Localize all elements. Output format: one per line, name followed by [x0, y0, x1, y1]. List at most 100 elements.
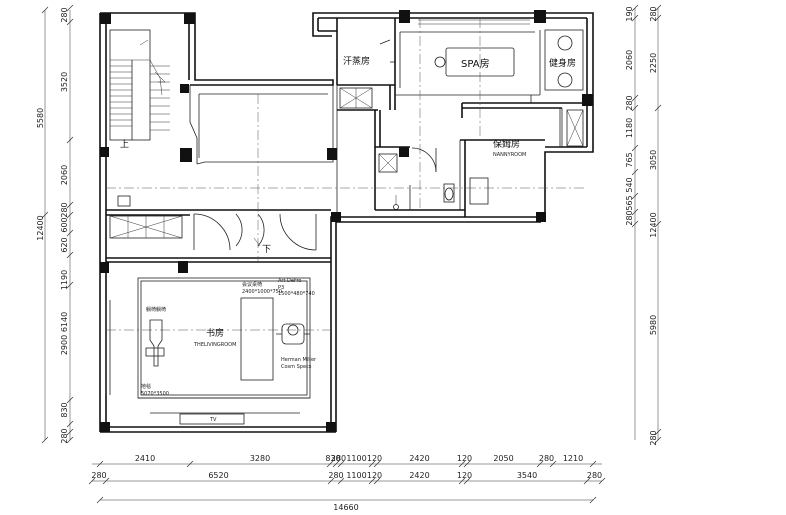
tv-label: TV: [209, 417, 217, 423]
dimension-tick: [458, 477, 466, 485]
dimension-tick: [41, 6, 49, 14]
dim-right-inner-label: 1180: [625, 118, 634, 138]
dimension-tick: [332, 460, 340, 468]
dimension-tick: [96, 496, 104, 504]
sauna-room: 汗蒸房: [339, 39, 395, 109]
dim-right-inner-label: 2060: [625, 50, 634, 70]
dimension-tick: [654, 436, 662, 444]
dim-top-label: 2420: [409, 454, 429, 463]
dim-left-inner-label: 2900: [60, 335, 69, 355]
dim-right-inner-label: 280: [625, 95, 634, 110]
dim-left-inner-label: 1190: [60, 270, 69, 290]
dim-bottom-label: 280: [91, 471, 106, 480]
dim-left-inner-label: 2060: [60, 165, 69, 185]
structural-columns: [100, 10, 593, 432]
dimension-tick: [631, 220, 639, 228]
nanny-room-label: 保姆房: [493, 138, 520, 150]
dimension-tick: [66, 420, 74, 428]
chair-brand: Herman Miller: [281, 357, 317, 363]
dim-left-inner-label: 620: [60, 237, 69, 252]
dimension-tick: [66, 4, 74, 12]
dimension-tick: [66, 436, 74, 444]
dim-bottom-label: 1100: [346, 471, 366, 480]
dim-right-inner-label: 565: [625, 195, 634, 210]
dimension-tick: [41, 436, 49, 444]
dimension-tick: [102, 477, 110, 485]
axis-lines: [106, 18, 587, 331]
dimension-tick: [373, 477, 381, 485]
dimension-tick: [654, 220, 662, 228]
shelf-brand: Art DeFro: [278, 278, 301, 284]
dimension-tick: [654, 104, 662, 112]
spa-label: SPA房: [461, 57, 490, 70]
dim-right-inner-label: 190: [625, 6, 634, 21]
dim-top-label: 2050: [493, 454, 513, 463]
dim-right-outer-label: 3050: [649, 150, 658, 170]
outer-walls: [99, 12, 594, 433]
dimension-tick: [654, 14, 662, 22]
dimension-tick: [368, 460, 376, 468]
dimension-tick: [88, 477, 96, 485]
dimension-tick: [66, 281, 74, 289]
carpet-size: 5070*3500: [141, 391, 169, 397]
dim-bottom-label: 280: [587, 471, 602, 480]
dim-top-label: 3280: [250, 454, 270, 463]
chair-model: Cosm Specs: [281, 364, 312, 370]
dim-bottom-label: 6520: [208, 471, 228, 480]
stair-up-label: 上: [120, 139, 129, 150]
dimension-tick: [631, 192, 639, 200]
dimension-tick: [327, 477, 335, 485]
carpet-label: 地毯: [141, 383, 151, 390]
dim-top-label: 2410: [135, 454, 155, 463]
spa-room: SPA房: [418, 19, 530, 77]
dim-right-outer-label: 5980: [649, 315, 658, 335]
dimension-tick: [654, 4, 662, 12]
study-room: TV 书房 THELIVINGROOM 躺椅躺椅 地毯 5070*3500 会议…: [105, 277, 317, 425]
dimension-tick: [186, 460, 194, 468]
dimension-tick: [463, 477, 471, 485]
dim-bottom-label: 3540: [517, 471, 537, 480]
dim-right-outer-label: 280: [649, 6, 658, 21]
dimension-tick: [41, 211, 49, 219]
dimension-tick: [631, 208, 639, 216]
dimension-tick: [631, 14, 639, 22]
dimension-tick: [631, 144, 639, 152]
dimension-tick: [458, 460, 466, 468]
dim-right-outer-label: 12400: [649, 212, 658, 237]
dim-left-inner-label: 280: [60, 428, 69, 443]
dim-left-inner-label: 280: [60, 7, 69, 22]
dim-left-inner-label: 280: [60, 202, 69, 217]
dimension-tick: [654, 428, 662, 436]
dim-bottom-label: 280: [328, 471, 343, 480]
dimension-tick: [66, 211, 74, 219]
lounge-label: 躺椅躺椅: [146, 306, 166, 313]
dim-bottom-label: 2420: [409, 471, 429, 480]
dim-left-inner-label: 3520: [60, 72, 69, 92]
dim-top-label: 1210: [563, 454, 583, 463]
fitness-label: 健身房: [549, 57, 576, 69]
dimension-tick: [337, 460, 345, 468]
dim-left-inner-label: 830: [60, 402, 69, 417]
dimension-tick: [326, 460, 334, 468]
dimension-tick: [536, 460, 544, 468]
shelf-model: P3: [278, 285, 284, 291]
dim-left-inner-label: 600: [60, 217, 69, 232]
stair-down-label: 下: [262, 245, 271, 255]
dim-left-outer-label: 12400: [36, 215, 45, 240]
dimension-tick: [66, 229, 74, 237]
dim-top-label: 120: [457, 454, 472, 463]
dimension-tick: [66, 201, 74, 209]
dim-bottom-label: 120: [457, 471, 472, 480]
dim-top-label: 280: [331, 454, 346, 463]
dimension-tick: [66, 18, 74, 26]
dim-left-outer-label: 5580: [36, 108, 45, 128]
fitness-room: 健身房: [544, 29, 584, 147]
dimension-tick: [549, 460, 557, 468]
dimension-tick: [373, 460, 381, 468]
shelf-size: 1500*480*740: [278, 291, 315, 297]
dimension-tick: [598, 477, 606, 485]
dimension-tick: [66, 136, 74, 144]
dim-right-inner-label: 765: [625, 152, 634, 167]
